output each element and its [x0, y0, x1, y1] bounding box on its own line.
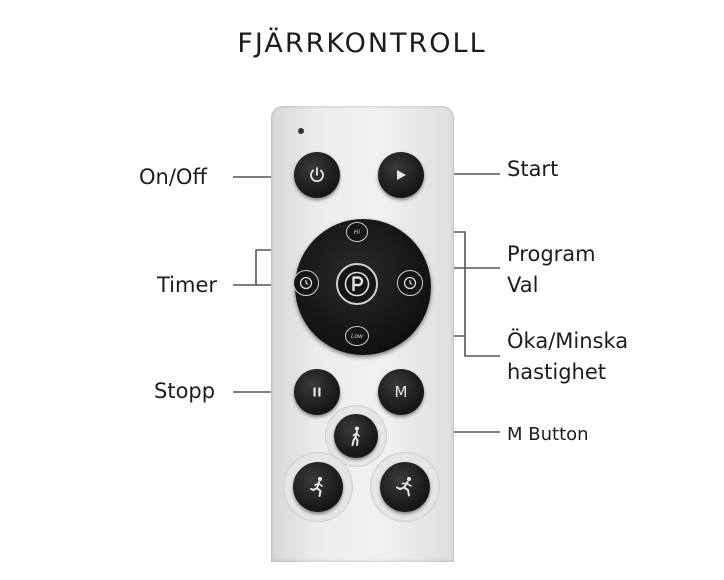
start-label: Start	[507, 157, 559, 181]
pause-icon	[313, 387, 321, 397]
walk-mode-button[interactable]	[334, 414, 378, 458]
walking-person-icon	[351, 426, 360, 446]
power-button[interactable]	[294, 152, 340, 198]
run-mode-button[interactable]	[380, 462, 430, 512]
page-title: FJÄRRKONTROLL	[237, 28, 487, 59]
speed-up-button[interactable]: Hi	[346, 222, 368, 242]
stopp-button[interactable]	[294, 369, 340, 415]
running-person-icon	[396, 476, 412, 497]
program-p-icon	[344, 271, 370, 297]
start-button[interactable]	[378, 152, 424, 198]
speed-label-line2: hastighet	[507, 360, 606, 384]
m-button[interactable]: M	[378, 369, 424, 415]
power-icon	[310, 167, 324, 182]
jog-mode-button[interactable]	[293, 462, 343, 512]
program-button[interactable]	[336, 263, 378, 305]
speed-down-button[interactable]: Low	[345, 326, 369, 346]
stopp-label: Stopp	[154, 379, 216, 403]
on-off-label: On/Off	[139, 165, 207, 189]
program-label-line1: Program	[507, 242, 596, 266]
play-icon	[397, 170, 406, 180]
jogging-person-icon	[310, 476, 323, 497]
speed-label-line1: Öka/Minska	[507, 329, 629, 353]
timer-up-button[interactable]	[397, 270, 423, 296]
timer-down-button[interactable]	[293, 270, 319, 296]
low-label: Low	[351, 332, 363, 340]
m-button-letter: M	[394, 383, 408, 401]
program-label-line2: Val	[507, 273, 539, 297]
timer-icon	[299, 276, 313, 290]
hi-label: Hi	[353, 228, 361, 236]
indicator-led	[298, 128, 304, 134]
m-button-label: M Button	[507, 424, 589, 445]
timer-label: Timer	[157, 273, 218, 297]
timer-icon	[403, 276, 417, 290]
